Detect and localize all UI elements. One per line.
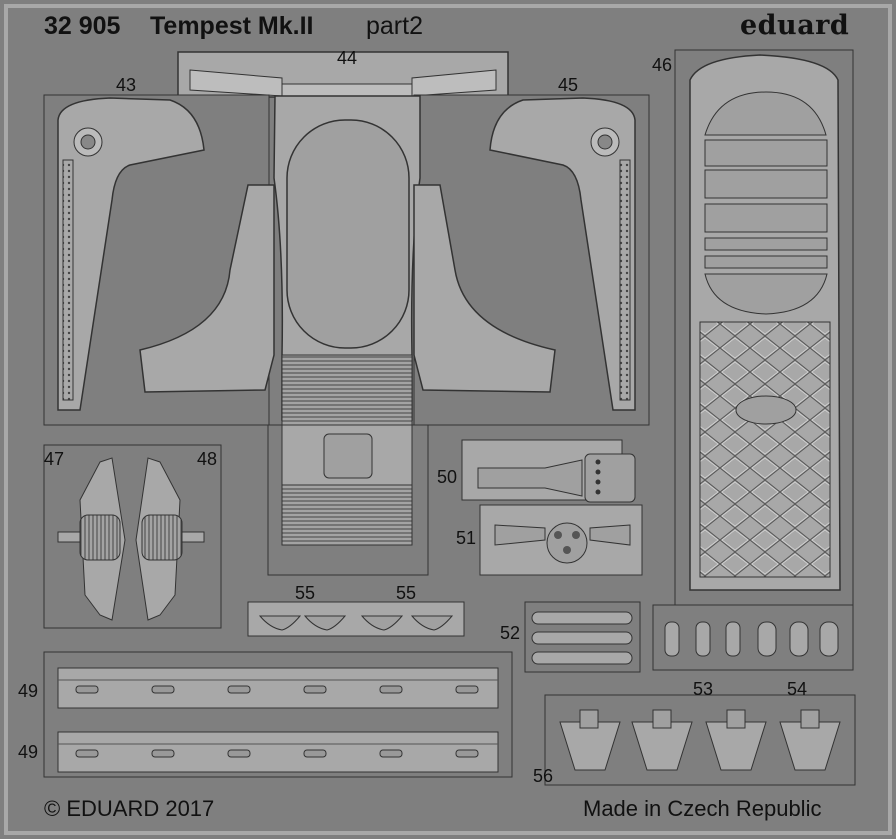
- part-46: [674, 49, 854, 631]
- part-label-43: 43: [116, 75, 137, 95]
- part-44-top: [177, 51, 509, 99]
- part-label-46: 46: [652, 55, 673, 75]
- sheet-code: 32 905: [44, 12, 121, 40]
- part-50: [461, 439, 636, 503]
- parts-52: [524, 601, 641, 673]
- parts-49: [43, 651, 513, 778]
- part-label-53: 53: [693, 679, 714, 699]
- parts-56: [544, 694, 856, 786]
- part-label-47: 47: [44, 449, 65, 469]
- part-label-52: 52: [500, 623, 521, 643]
- sheet-subtitle: part2: [366, 12, 423, 40]
- part-label-49-b: 49: [18, 742, 39, 762]
- made-in-text: Made in Czech Republic: [583, 796, 822, 821]
- part-label-49-a: 49: [18, 681, 39, 701]
- part-51: [479, 504, 643, 576]
- part-label-56: 56: [533, 766, 554, 786]
- part-label-55-b: 55: [396, 583, 417, 603]
- part-label-50: 50: [437, 467, 458, 487]
- part-label-44: 44: [337, 48, 358, 68]
- part-label-48: 48: [197, 449, 218, 469]
- parts-53-54: [652, 604, 854, 671]
- brand-logo: eduard: [740, 10, 850, 41]
- copyright-text: © EDUARD 2017: [44, 796, 215, 821]
- part-label-55-a: 55: [295, 583, 316, 603]
- parts-47-48: [43, 444, 222, 629]
- sheet-title: Tempest Mk.II: [150, 12, 314, 40]
- part-44-body: [139, 95, 556, 576]
- part-label-51: 51: [456, 528, 477, 548]
- part-label-54: 54: [787, 679, 808, 699]
- part-label-45: 45: [558, 75, 579, 95]
- parts-55: [247, 601, 465, 637]
